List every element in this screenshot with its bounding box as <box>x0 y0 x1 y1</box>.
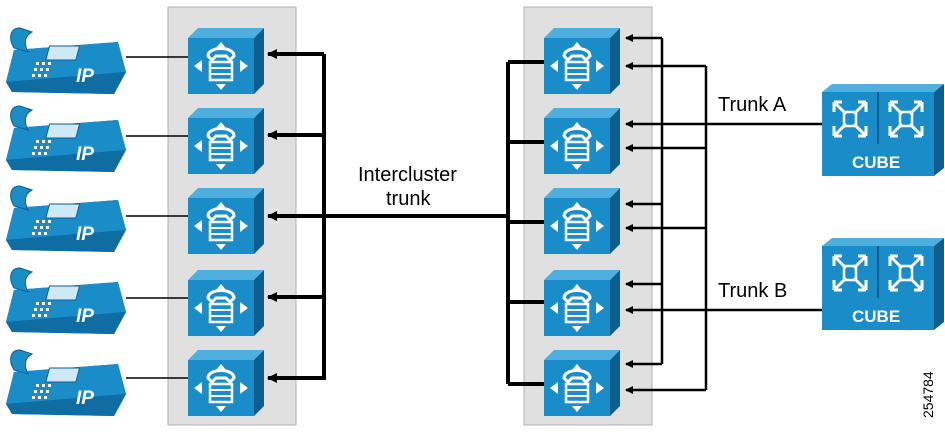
phone-links <box>126 56 188 379</box>
ip-phone-5: IP <box>5 349 127 417</box>
svg-text:IP: IP <box>76 388 94 409</box>
call-manager-left-2 <box>186 106 266 176</box>
trunk-a-routing <box>625 34 822 368</box>
cube-gateway-b: CUBE <box>820 238 944 330</box>
ip-phone-3: IP <box>5 185 127 253</box>
call-manager-left-5 <box>186 348 266 418</box>
intercluster-trunk-label-line1: Intercluster <box>358 164 457 186</box>
svg-text:CUBE: CUBE <box>852 153 900 172</box>
trunk-b-routing <box>625 62 822 394</box>
figure-id: 254784 <box>920 371 936 418</box>
svg-text:IP: IP <box>76 224 94 245</box>
ip-phone-1: IP <box>5 27 127 95</box>
call-manager-right-2 <box>542 106 622 176</box>
cube-gateway-a: CUBE <box>820 84 944 176</box>
trunk-a-label: Trunk A <box>718 94 787 116</box>
svg-text:IP: IP <box>76 144 94 165</box>
ip-phone-2: IP <box>5 105 127 173</box>
call-manager-left-4 <box>186 268 266 338</box>
call-manager-left-3 <box>186 186 266 256</box>
intercluster-trunk-label-line2: trunk <box>386 188 431 210</box>
svg-text:IP: IP <box>76 306 94 327</box>
right-cluster-bus <box>506 60 544 386</box>
call-manager-right-3 <box>542 186 622 256</box>
svg-text:IP: IP <box>76 66 94 87</box>
trunk-b-label: Trunk B <box>718 280 788 302</box>
ip-phone-4: IP <box>5 267 127 335</box>
call-manager-left-1 <box>186 26 266 96</box>
call-manager-right-5 <box>542 348 622 418</box>
svg-text:CUBE: CUBE <box>852 307 900 326</box>
call-manager-right-1 <box>542 26 622 96</box>
call-manager-right-4 <box>542 268 622 338</box>
